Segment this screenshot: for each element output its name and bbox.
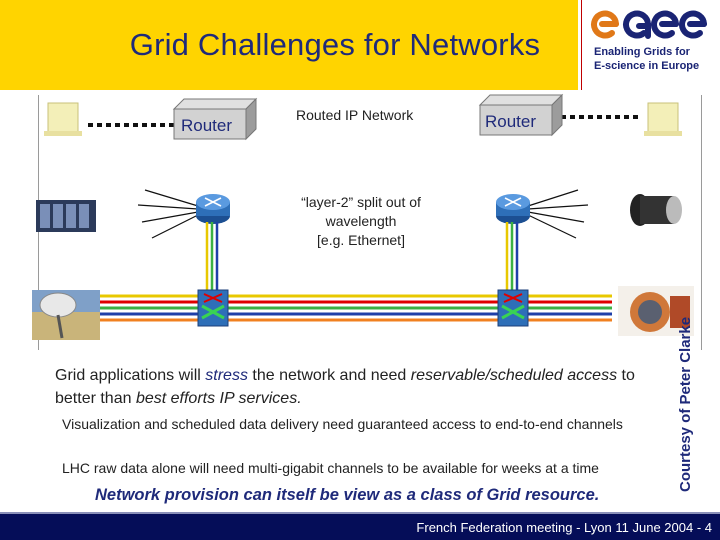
left-router-box xyxy=(172,97,258,141)
main-bullet: Grid applications will stress the networ… xyxy=(55,364,675,410)
right-router-icon xyxy=(496,194,530,224)
sub-bullet-lhc: LHC raw data alone will need multi-gigab… xyxy=(62,460,599,476)
footer-bar xyxy=(0,514,720,540)
slide-title: Grid Challenges for Networks xyxy=(129,27,541,62)
left-optical-switch-icon xyxy=(197,289,229,327)
rack-computer-photo xyxy=(36,200,96,232)
layer2-label-line3: [e.g. Ethernet] xyxy=(317,232,405,248)
layer2-label-line2: wavelength xyxy=(325,213,397,229)
conclusion-text: Network provision can itself be view as … xyxy=(95,486,600,504)
layer2-label-line1: “layer-2” split out of xyxy=(301,194,421,210)
right-computer-icon xyxy=(644,102,682,136)
left-router-icon xyxy=(196,194,230,224)
right-router-box xyxy=(478,93,564,137)
left-router-label: Router xyxy=(181,116,233,135)
band-gap xyxy=(578,0,582,90)
main-bullet-part2: the network and need xyxy=(247,367,411,384)
main-bullet-stress: stress xyxy=(205,367,248,384)
radio-telescope-photo xyxy=(32,290,100,340)
main-bullet-best-efforts: best efforts IP services. xyxy=(135,390,302,407)
footer-text: French Federation meeting - Lyon 11 June… xyxy=(416,520,712,535)
wavelength-lines xyxy=(100,294,612,322)
logo-tagline-1: Enabling Grids for xyxy=(594,46,690,58)
title-band xyxy=(0,0,578,90)
sub-bullet-visualization: Visualization and scheduled data deliver… xyxy=(62,416,623,432)
right-vertical-links xyxy=(505,222,519,290)
egee-logo: Enabling Grids for E-science in Europe xyxy=(586,6,718,86)
right-optical-switch-icon xyxy=(497,289,529,327)
right-fanout-lines xyxy=(525,189,589,239)
footer-stripe xyxy=(0,512,720,514)
egee-logo-mark xyxy=(591,10,707,39)
main-bullet-part1: Grid applications will xyxy=(55,367,206,384)
logo-tagline-2: E-science in Europe xyxy=(594,60,700,72)
left-vertical-links xyxy=(205,222,219,290)
lhc-detector-photo xyxy=(618,286,694,336)
routed-network-label: Routed IP Network xyxy=(296,107,414,123)
network-diagram xyxy=(32,93,694,340)
detector-photo xyxy=(628,190,682,230)
right-router-label: Router xyxy=(485,112,537,131)
main-bullet-part3: to better than xyxy=(55,367,635,407)
left-computer-icon xyxy=(44,102,82,136)
left-fanout-lines xyxy=(137,189,201,239)
main-bullet-reservable: reservable/scheduled access xyxy=(410,367,618,384)
red-divider xyxy=(581,0,582,90)
